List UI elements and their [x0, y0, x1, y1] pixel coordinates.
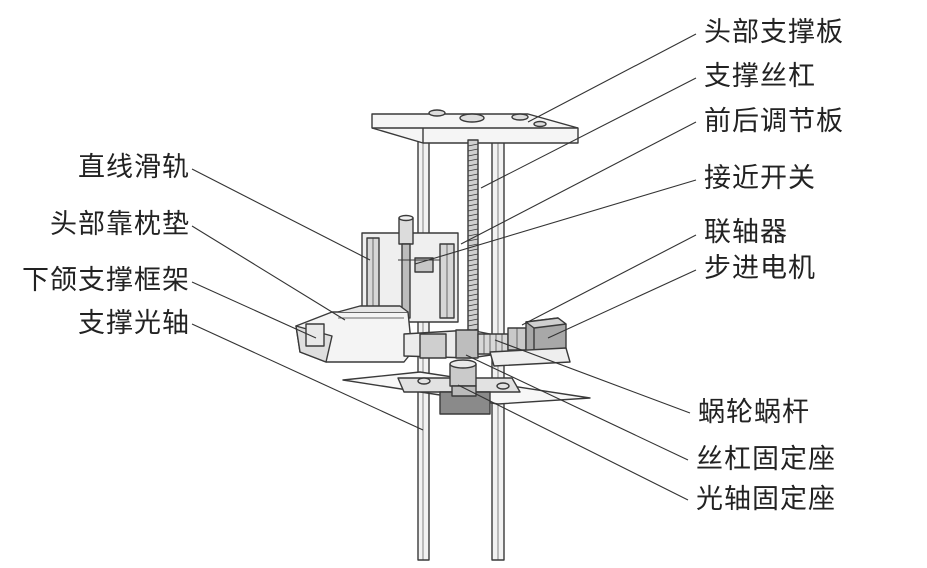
- thread-mark: [467, 218, 479, 222]
- thread-mark: [467, 158, 479, 162]
- leader-chin-support-frame: [191, 281, 317, 339]
- leader-head-pillow-pad: [191, 225, 346, 321]
- thread-mark: [467, 208, 479, 212]
- leader-proximity-switch: [414, 179, 697, 265]
- leader-fore-aft-adjust-plate: [460, 121, 697, 245]
- thread-mark: [467, 248, 479, 252]
- label-fore-aft-adjust-plate: 前后调节板: [704, 106, 844, 137]
- thread-mark: [467, 298, 479, 302]
- leader-worm-gear: [494, 339, 691, 414]
- thread-mark: [467, 293, 479, 297]
- label-optical-shaft-mount: 光轴固定座: [696, 484, 836, 515]
- thread-mark: [467, 278, 479, 282]
- thread-mark: [467, 273, 479, 277]
- chin-support-frame-shape: [295, 305, 413, 363]
- label-support-lead-screw: 支撑丝杠: [704, 61, 816, 92]
- thread-mark: [467, 238, 479, 242]
- leader-lead-screw-mount: [465, 354, 689, 461]
- thread-mark: [467, 178, 479, 182]
- thread-mark: [467, 203, 479, 207]
- leader-head-support-plate: [527, 33, 697, 123]
- motor-base-plate: [489, 347, 571, 367]
- proximity-switch-shape: [398, 214, 440, 319]
- label-stepper-motor: 步进电机: [704, 253, 816, 284]
- lead-screw-threads: [467, 143, 479, 352]
- thread-mark: [467, 148, 479, 152]
- label-worm-gear: 蜗轮蜗杆: [698, 397, 810, 428]
- thread-mark: [467, 153, 479, 157]
- label-proximity-switch: 接近开关: [704, 163, 816, 194]
- label-linear-guide-rail: 直线滑轨: [78, 152, 190, 183]
- thread-mark: [467, 318, 479, 322]
- label-head-support-plate: 头部支撑板: [704, 17, 844, 48]
- thread-mark: [467, 313, 479, 317]
- label-shaft-coupling: 联轴器: [704, 217, 788, 248]
- thread-mark: [467, 173, 479, 177]
- thread-mark: [467, 223, 479, 227]
- label-support-optical-shaft: 支撑光轴: [78, 308, 190, 339]
- coupling-shape: [507, 327, 527, 351]
- head-support-plate-shape: [371, 109, 579, 144]
- leader-stepper-motor: [547, 269, 697, 339]
- leader-shaft-coupling: [521, 234, 697, 326]
- thread-mark: [467, 263, 479, 267]
- thread-mark: [467, 198, 479, 202]
- thread-mark: [467, 258, 479, 262]
- thread-mark: [467, 228, 479, 232]
- thread-mark: [467, 323, 479, 327]
- thread-mark: [467, 233, 479, 237]
- thread-mark: [467, 283, 479, 287]
- thread-mark: [467, 193, 479, 197]
- thread-mark: [467, 163, 479, 167]
- label-chin-support-frame: 下颌支撑框架: [22, 265, 190, 296]
- leader-support-lead-screw: [480, 77, 697, 189]
- thread-mark: [467, 243, 479, 247]
- label-head-pillow-pad: 头部靠枕垫: [50, 209, 190, 240]
- thread-mark: [467, 143, 479, 147]
- mount-plate-shape: [342, 359, 591, 415]
- thread-mark: [467, 183, 479, 187]
- leader-optical-shaft-mount: [457, 384, 689, 501]
- thread-mark: [467, 253, 479, 257]
- thread-mark: [467, 168, 479, 172]
- thread-mark: [467, 303, 479, 307]
- leader-support-optical-shaft: [191, 323, 424, 431]
- stepper-motor-shape: [525, 317, 567, 357]
- leader-linear-guide-rail: [191, 168, 371, 261]
- thread-mark: [467, 308, 479, 312]
- leader-lines: [191, 33, 697, 501]
- thread-mark: [467, 268, 479, 272]
- label-lead-screw-mount: 丝杠固定座: [696, 444, 836, 475]
- thread-mark: [467, 188, 479, 192]
- thread-mark: [467, 213, 479, 217]
- thread-mark: [467, 288, 479, 292]
